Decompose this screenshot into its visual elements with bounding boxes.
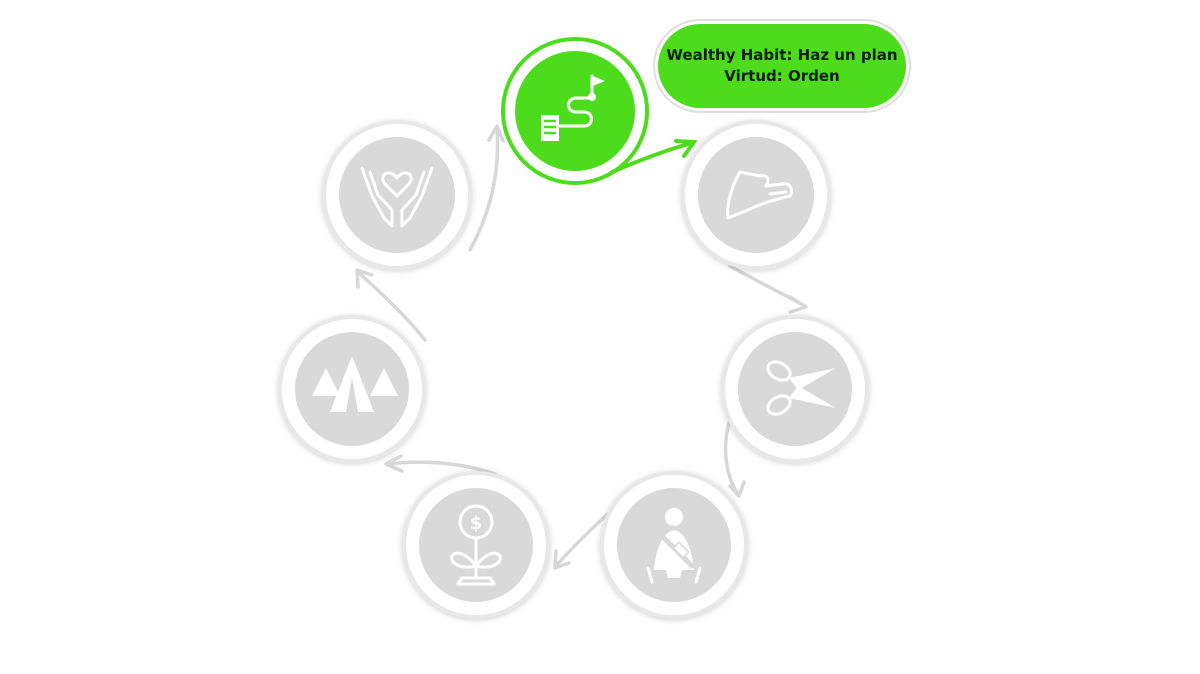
- arrow-head-plant-to-tents: [384, 454, 404, 473]
- arrow-scissors-to-seatbelt: [723, 418, 740, 496]
- node-seatbelt[interactable]: [600, 471, 748, 619]
- node-scissors[interactable]: [721, 315, 869, 463]
- callout-virtue-text: Virtud: Orden: [724, 67, 840, 85]
- arrow-seatbelt-to-plant: [554, 508, 614, 568]
- tents-icon: [312, 356, 398, 412]
- arrow-plant-to-tents: [386, 460, 497, 476]
- arrow-head-seatbelt-to-plant: [553, 549, 571, 570]
- arrow-head-pinch-to-scissors: [788, 295, 808, 314]
- pinching-hand-icon: [726, 170, 794, 220]
- callout-habit-text: Wealthy Habit: Haz un plan: [666, 46, 898, 64]
- node-money-plant[interactable]: $: [402, 471, 550, 619]
- scissors-icon: [766, 360, 836, 416]
- node-tents[interactable]: [278, 315, 426, 463]
- cycle-arrows: [355, 124, 808, 570]
- money-plant-icon: $: [450, 504, 502, 586]
- arrow-head-scissors-to-seatbelt: [728, 480, 746, 498]
- arrow-head-hands-to-plan: [487, 124, 505, 143]
- arrow-plan-to-pinch: [610, 141, 694, 174]
- hands-heart-icon: [360, 166, 434, 228]
- node-route-plan-active[interactable]: [501, 37, 698, 185]
- arrow-head-tents-to-hands: [355, 268, 374, 289]
- svg-text:$: $: [470, 513, 483, 534]
- arrow-tents-to-hands: [356, 270, 427, 342]
- node-hands-heart[interactable]: [322, 120, 472, 270]
- arrow-hands-to-plan: [468, 126, 500, 252]
- arrow-head-plan-to-pinch: [674, 139, 698, 158]
- node-pinching-hand[interactable]: [681, 120, 831, 270]
- route-plan-icon: [541, 74, 605, 141]
- seatbelt-icon: [646, 508, 702, 584]
- active-habit-callout: Wealthy Habit: Haz un plan Virtud: Orden: [658, 24, 906, 108]
